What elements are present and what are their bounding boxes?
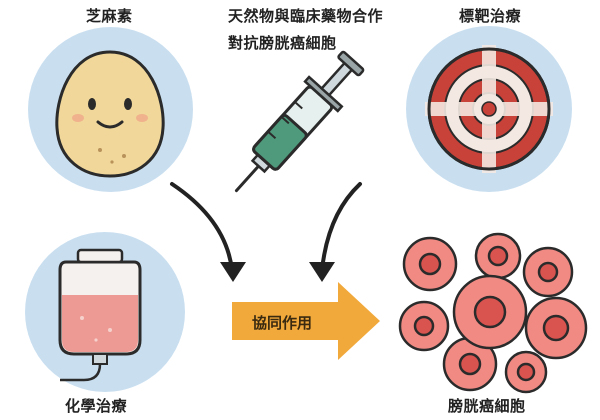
syringe-icon bbox=[234, 50, 365, 193]
iv-bag-icon bbox=[58, 248, 142, 382]
chemo-arrowhead bbox=[309, 262, 335, 282]
target-icon bbox=[425, 45, 553, 173]
synergy-arrow bbox=[232, 282, 380, 360]
sesamin-label: 芝麻素 bbox=[86, 7, 133, 25]
cancer-cells-icon bbox=[398, 232, 588, 394]
sesamin-arrow bbox=[170, 182, 234, 272]
sesamin-arrowhead bbox=[220, 262, 246, 282]
smiling-seed-icon bbox=[55, 50, 165, 178]
chemo-arrow bbox=[320, 182, 362, 272]
synergy-label: 協同作用 bbox=[252, 314, 313, 332]
bladder-cancer-cells-label: 膀胱癌細胞 bbox=[448, 397, 526, 415]
targeted-therapy-label: 標靶治療 bbox=[459, 7, 522, 25]
flow-arrows bbox=[170, 182, 362, 272]
title-line-1: 天然物與臨床藥物合作 bbox=[228, 7, 384, 25]
title-line-2: 對抗膀胱癌細胞 bbox=[228, 34, 337, 52]
chemotherapy-label: 化學治療 bbox=[65, 397, 128, 415]
